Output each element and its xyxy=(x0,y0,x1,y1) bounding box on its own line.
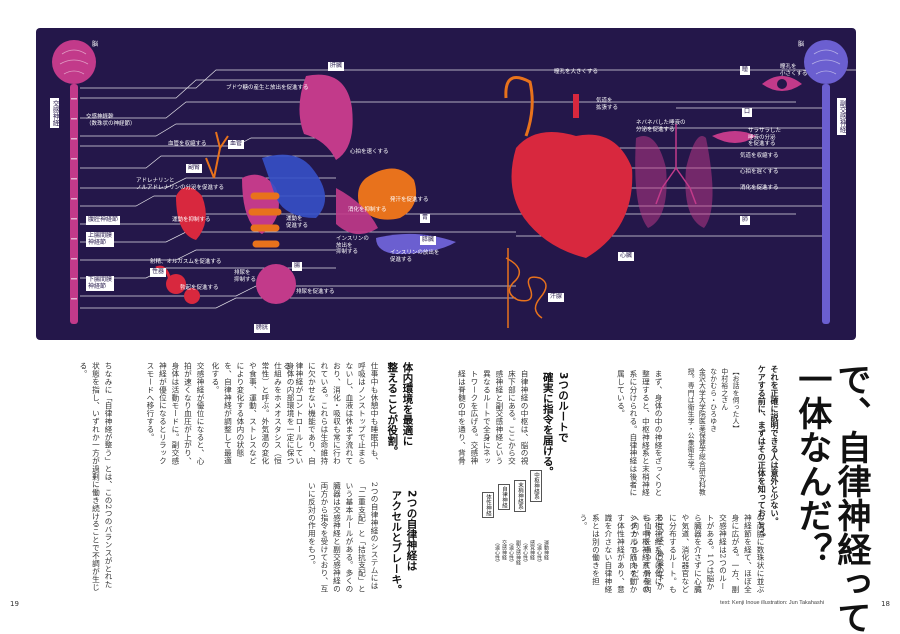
section-heading-1: 3つのルートで 確実に指令を届ける。 xyxy=(541,372,569,477)
organ-mouth: 口 xyxy=(742,108,753,117)
adrenal-shape xyxy=(176,187,206,240)
effect-insulin-promote: インスリンの放出を 促進する xyxy=(390,250,440,263)
effect-adrenaline: アドレナリンと ノルアドレナリンの分泌を促進する xyxy=(136,178,225,191)
parasympathetic-label: 副交感神経 xyxy=(837,98,847,135)
effect-airway-dilate: 気道を 拡張する xyxy=(596,98,619,111)
effect-urination-promote: 排尿を促進する xyxy=(296,289,335,295)
effect-urination-inhibit: 排尿を 抑制する xyxy=(234,270,257,283)
liver-shape xyxy=(299,74,353,160)
organ-eye: 瞳 xyxy=(740,66,751,75)
organ-sweat-gland: 汗腺 xyxy=(548,293,565,302)
article-title: で、自律神経って 一体なんだ？ xyxy=(791,362,871,634)
interviewee-profile: 【お話を伺った人】 中村裕之さん なかむら・ひろゆき 金沢大学大学院医薬保健学総… xyxy=(686,368,739,496)
effect-pupil-constrict: 瞳孔を 小さくする xyxy=(780,64,808,77)
body-column-7: 交感神経が優位になると、心拍が速くなり血圧が上がり、身体は活動モードに。副交感神… xyxy=(145,362,205,465)
effect-vasoconstrict: 血管を収縮する xyxy=(168,141,207,147)
ganglion-inferior-mesenteric: 下腸間膜 神経節 xyxy=(86,276,115,292)
effect-motility-inhibit: 運動を抑制する xyxy=(172,217,211,223)
organ-genital: 性器 xyxy=(150,268,167,277)
blood-vessel-shape xyxy=(205,131,229,179)
effect-insulin-inhibit: インスリンの 放出を 抑制する xyxy=(336,236,369,256)
organ-heart: 心臓 xyxy=(618,252,635,261)
effect-heart-slow: 心拍を遅くする xyxy=(740,169,779,175)
right-brain xyxy=(804,40,848,84)
sympathetic-spinal-cord xyxy=(70,84,78,324)
article-lead: それを正確に説明できる人は意外と少ない。 ケアする前に、まずはその正体を知ってお… xyxy=(757,365,779,541)
effect-motility-promote: 運動を 促進する xyxy=(286,216,309,229)
diagram-somatic: 体性神経 xyxy=(482,492,495,518)
effect-ejaculation: 射精、オルガスムを促進する xyxy=(150,259,222,265)
organ-adrenal: 副腎 xyxy=(186,164,203,173)
organ-intestine: 腸 xyxy=(292,262,303,271)
body-column-6: 身体の内部環境を一定に保つ仕組みをホメオスタシス（恒常性）と呼ぶ。外気温の変化や… xyxy=(210,362,295,465)
body-column-5: 仕事中も休憩中も睡眠中も、呼吸はノンストップで止まらないし、血液は休まず流れてお… xyxy=(282,362,379,465)
sweat-gland-shape xyxy=(505,248,547,328)
body-column-2: 末梢神経系には他にも、中枢神経系からのシグナルで筋肉を動かす体性神経があり、意識… xyxy=(578,514,663,593)
stomach-shape xyxy=(358,168,417,220)
lung-shape-left xyxy=(635,136,667,228)
bladder-shape xyxy=(256,264,296,304)
magazine-spread: 脳 脳 交感神経 副交感神経 交感神経幹 （数珠状の神経節） 肝臓 血管 副腎 … xyxy=(10,28,890,634)
sympathetic-chain-label: 交感神経幹 （数珠状の神経節） xyxy=(86,114,136,127)
lung-shape-right xyxy=(685,136,713,228)
section-heading-3: 2つの自律神経は アクセルとブレーキ。 xyxy=(390,490,418,595)
effect-airway-constrict: 気道を収縮する xyxy=(740,153,779,159)
effect-digestion-promote: 消化を促進する xyxy=(740,185,779,191)
nerve-classification-diagram: 中枢神経系 末梢神経系 自律神経 体性神経 交感神経 （遠心性） 副交感神経 （… xyxy=(480,470,552,590)
body-column-1: の両脇に数珠状に並ぶ神経節を経て、ほぼ全身に広がる。一方、副交感神経は2つのルー… xyxy=(630,514,765,593)
diagram-autonomic: 自律神経 xyxy=(498,484,511,510)
brain-label: 脳 xyxy=(92,41,99,48)
organ-pancreas: 膵臓 xyxy=(420,236,437,245)
organ-lung: 肺 xyxy=(740,216,751,225)
credit-line: text: Kenji Inoue illustration: Jun Taka… xyxy=(720,600,824,606)
illustration-graphics xyxy=(52,40,856,328)
left-page-number: 19 xyxy=(10,600,19,608)
nervous-system-illustration: 脳 脳 交感神経 副交感神経 交感神経幹 （数珠状の神経節） 肝臓 血管 副腎 … xyxy=(36,28,856,340)
diagram-sym-direction: 交感神経 （遠心性） xyxy=(494,540,507,565)
body-column-8: 2つの自律神経のシステムには「二重支配」と「拮抗支配」という基本ルールがある。多… xyxy=(307,482,379,593)
diagram-sensory: 感覚神経 （求心性） xyxy=(522,540,535,565)
body-column-4: 自律神経の中枢は、脳の視床下部にある。ここから交感神経と副交感神経という異なるル… xyxy=(457,370,529,465)
organ-liver: 肝臓 xyxy=(328,62,345,71)
effect-digestion-inhibit: 消化を抑制する xyxy=(348,207,387,213)
mouth-shape xyxy=(712,131,756,143)
effect-erection: 勃起を促進する xyxy=(180,285,219,291)
body-column-9: ちなみに「自律神経が整う」とは、この2つのバランスがとれた状態を指し、いずれか一… xyxy=(78,362,113,592)
effect-sweat: 発汗を促進する xyxy=(390,197,429,203)
left-brain xyxy=(52,40,96,84)
effect-sticky-saliva: ネバネバした唾液の 分泌を促進する xyxy=(636,120,686,133)
diagram-motor: 運動神経 （遠心性） xyxy=(536,540,549,565)
intestine-shape xyxy=(248,192,282,248)
diagram-central: 中枢神経系 xyxy=(530,470,543,502)
heart-shape xyxy=(511,132,633,258)
sympathetic-label: 交感神経 xyxy=(50,98,60,128)
brain-label-right: 脳 xyxy=(798,41,805,48)
effect-pupil-dilate: 瞳孔を大きくする xyxy=(554,69,599,75)
body-column-3: まず、身体の中の神経をざっくりと整理すると、中枢神経系と末梢神経系に分けられる。… xyxy=(616,370,663,497)
right-page-number: 18 xyxy=(881,600,890,608)
section-heading-2: 体内環境を最適に 整えることが役割。 xyxy=(386,362,414,457)
ganglion-superior-mesenteric: 上腸間膜 神経節 xyxy=(86,232,115,248)
organ-stomach: 胃 xyxy=(420,214,431,223)
organ-bladder: 膀胱 xyxy=(254,324,271,333)
diagram-peripheral: 末梢神経系 xyxy=(514,480,527,512)
diagram-para-direction: 副交感神経 （遠心性） xyxy=(508,540,521,565)
ganglion-celiac: 腹腔神経節 xyxy=(86,216,121,225)
parasympathetic-spinal-cord xyxy=(822,84,830,324)
effect-thin-saliva: サラサラした 唾液の分泌 を促進する xyxy=(748,128,782,148)
organ-blood-vessel: 血管 xyxy=(228,140,245,149)
effect-glucose: ブドウ糖の産生と放出を促進する xyxy=(226,85,309,91)
effect-heart-fast: 心拍を速くする xyxy=(350,149,389,155)
